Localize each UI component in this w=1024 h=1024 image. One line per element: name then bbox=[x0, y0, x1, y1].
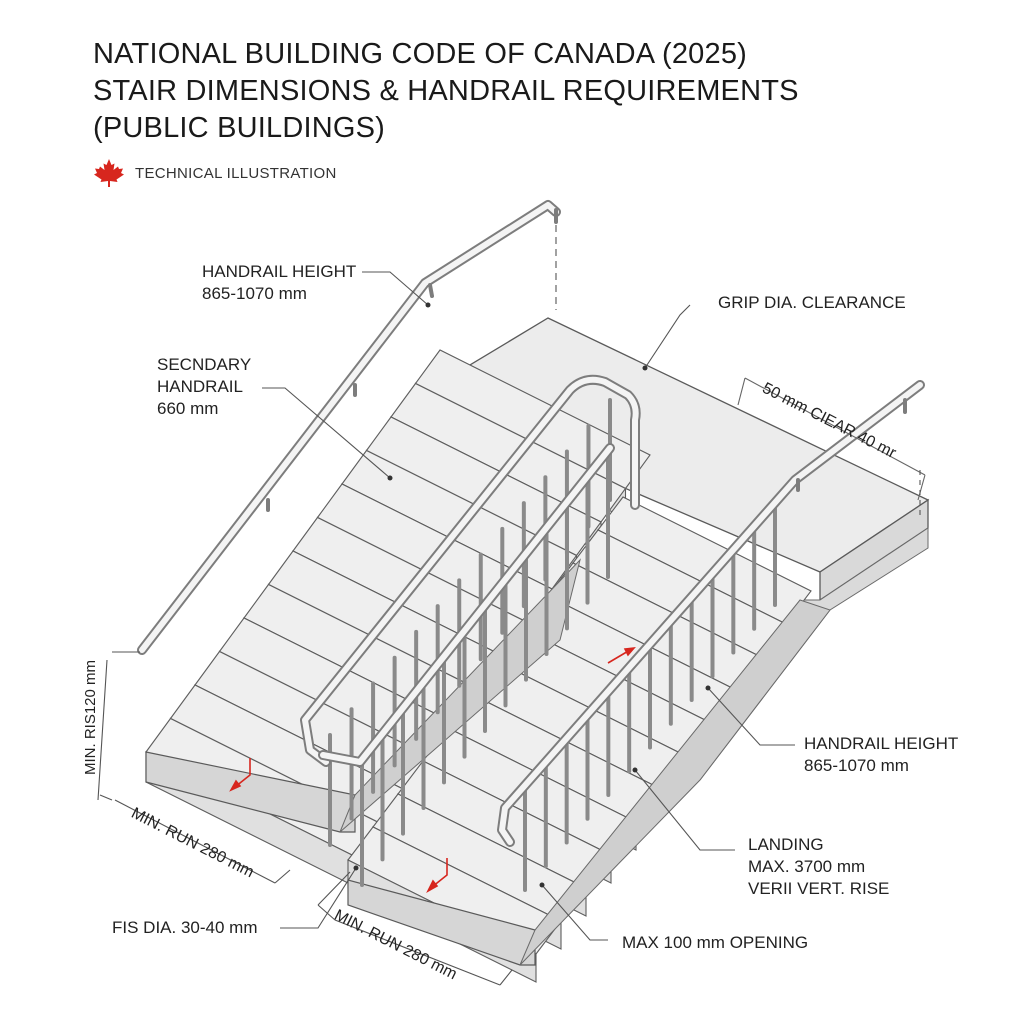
dimension-lines bbox=[97, 225, 926, 986]
stair-stringers bbox=[145, 558, 831, 966]
label-line: 660 mm bbox=[157, 399, 219, 418]
title-line-3: (PUBLIC BUILDINGS) bbox=[93, 112, 386, 144]
fis-dia-label: FIS DIA. 30-40 mm bbox=[112, 918, 258, 937]
title-line-1: NATIONAL BUILDING CODE OF CANADA (2025) bbox=[93, 38, 747, 70]
label-line: 865-1070 mm bbox=[804, 756, 909, 775]
label-line: LANDING bbox=[748, 835, 824, 854]
handrail-height-top-label: HANDRAIL HEIGHT 865-1070 mm bbox=[202, 261, 356, 305]
title-line-2: STAIR DIMENSIONS & HANDRAIL REQUIREMENTS bbox=[93, 75, 799, 107]
label-line: VERII VERT. RISE bbox=[748, 879, 890, 898]
leader-dots bbox=[353, 302, 711, 888]
label-line: HANDRAIL HEIGHT bbox=[202, 262, 357, 281]
min-rise-label: MIN. RIS120 mm bbox=[82, 659, 99, 775]
tag-text: TECHNICAL ILLUSTRATION bbox=[135, 164, 337, 182]
maple-leaf-icon bbox=[94, 159, 124, 187]
secondary-handrail-label: SECNDARY HANDRAIL 660 mm bbox=[157, 354, 251, 420]
label-line: SECNDARY bbox=[157, 355, 252, 374]
grip-clearance-label: GRIP DIA. CLEARANCE bbox=[718, 293, 906, 312]
landing-label: LANDING MAX. 3700 mm VERII VERT. RISE bbox=[748, 834, 889, 900]
handrails bbox=[137, 200, 925, 847]
label-line: MAX. 3700 mm bbox=[748, 857, 866, 876]
label-line: HANDRAIL HEIGHT bbox=[804, 734, 959, 753]
technical-illustration-tag: TECHNICAL ILLUSTRATION bbox=[93, 158, 337, 188]
upper-landing bbox=[413, 317, 930, 781]
handrail-height-right-label: HANDRAIL HEIGHT 865-1070 mm bbox=[804, 733, 958, 777]
red-dimension-arrows bbox=[229, 646, 636, 893]
max-opening-label: MAX 100 mm OPENING bbox=[622, 933, 809, 952]
label-line: 865-1070 mm bbox=[202, 284, 307, 303]
diagram-title: NATIONAL BUILDING CODE OF CANADA (2025) … bbox=[93, 36, 799, 147]
label-line: HANDRAIL bbox=[157, 377, 243, 396]
